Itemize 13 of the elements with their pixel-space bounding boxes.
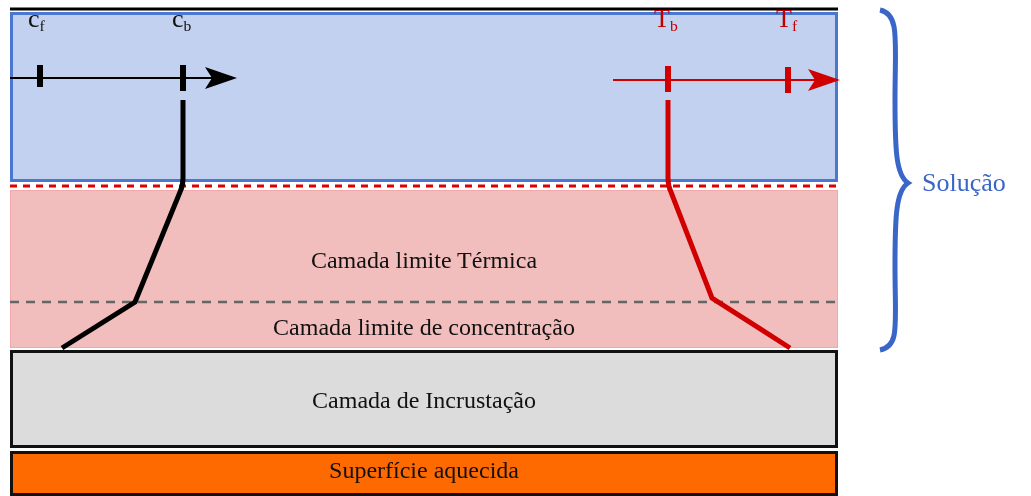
layer-label: Camada limite Térmica [310,246,538,274]
layer-label: Camada de Incrustação [312,386,536,414]
variable-label: c$_{f}$ [28,6,45,34]
layer-label: Superfície aquecida [329,456,519,484]
layer-band [10,451,838,496]
layer-band [10,350,838,448]
variable-label: T$_{f}$ [776,6,798,34]
variable-label: T$_{b}$ [654,6,678,34]
variable-label: c$_{b}$ [172,6,192,34]
solution-layer [10,12,838,182]
layer-label: Camada limite de concentração [273,313,575,341]
region-label: Solução [922,170,1006,196]
layer-band [10,190,838,348]
